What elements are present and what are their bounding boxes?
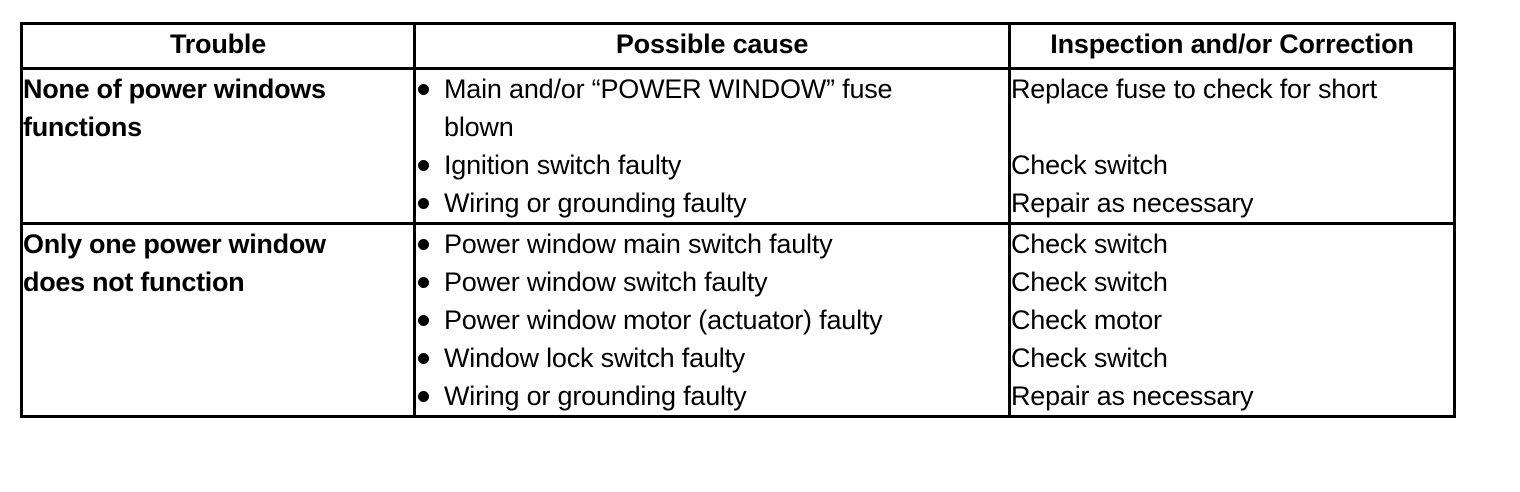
cell-possible-cause: Main and/or “POWER WINDOW” fuse blown Ig… xyxy=(413,67,1011,225)
correction-line: Repair as necessary xyxy=(1011,381,1254,411)
column-header-possible-cause: Possible cause xyxy=(413,22,1011,70)
trouble-text: None of power windows functions xyxy=(23,74,326,142)
list-item: Window lock switch faulty xyxy=(416,339,1008,377)
correction-line: Check switch xyxy=(1011,267,1168,297)
cell-inspection-correction: Check switch Check switch Check motor Ch… xyxy=(1008,222,1456,418)
correction-line: Replace fuse to check for short xyxy=(1011,74,1377,104)
column-header-trouble: Trouble xyxy=(20,22,416,70)
list-item: Power window main switch faulty xyxy=(416,225,1008,263)
correction-line: Check switch xyxy=(1011,150,1168,180)
column-header-inspection-correction: Inspection and/or Correction xyxy=(1008,22,1456,70)
table-body: None of power windows functions Main and… xyxy=(20,67,1456,418)
trouble-table-wrapper: Trouble Possible cause Inspection and/or… xyxy=(20,22,1456,418)
table-row: None of power windows functions Main and… xyxy=(20,67,1456,225)
correction-line: Check switch xyxy=(1011,343,1168,373)
correction-line: Check motor xyxy=(1011,305,1162,335)
list-item: Power window switch faulty xyxy=(416,263,1008,301)
correction-line: Check switch xyxy=(1011,229,1168,259)
possible-cause-list: Main and/or “POWER WINDOW” fuse blown Ig… xyxy=(416,70,1008,222)
cell-trouble: Only one power window does not function xyxy=(20,222,416,418)
table-header-row: Trouble Possible cause Inspection and/or… xyxy=(20,22,1456,70)
table-row: Only one power window does not function … xyxy=(20,222,1456,418)
column-header-inspection-correction-label: Inspection and/or Correction xyxy=(1050,29,1414,59)
cell-possible-cause: Power window main switch faulty Power wi… xyxy=(413,222,1011,418)
list-item: Ignition switch faulty xyxy=(416,146,1008,184)
possible-cause-list: Power window main switch faulty Power wi… xyxy=(416,225,1008,415)
cell-trouble: None of power windows functions xyxy=(20,67,416,225)
list-item: Wiring or grounding faulty xyxy=(416,184,1008,222)
list-item: Main and/or “POWER WINDOW” fuse blown xyxy=(416,70,1008,146)
correction-line-spacer xyxy=(1011,108,1453,146)
column-header-possible-cause-label: Possible cause xyxy=(615,29,809,59)
list-item: Power window motor (actuator) faulty xyxy=(416,301,1008,339)
column-header-trouble-label: Trouble xyxy=(169,29,267,59)
list-item: Wiring or grounding faulty xyxy=(416,377,1008,415)
trouble-shooting-table: Trouble Possible cause Inspection and/or… xyxy=(20,22,1456,418)
cell-inspection-correction: Replace fuse to check for short Check sw… xyxy=(1008,67,1456,225)
table-header: Trouble Possible cause Inspection and/or… xyxy=(20,22,1456,70)
correction-line: Repair as necessary xyxy=(1011,188,1254,218)
trouble-text: Only one power window does not function xyxy=(23,229,326,297)
